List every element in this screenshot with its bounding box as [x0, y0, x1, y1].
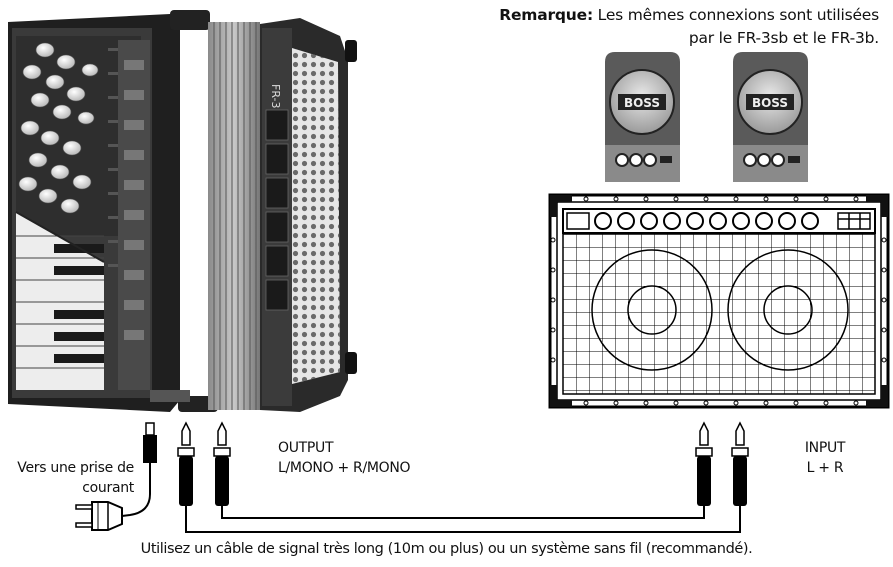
speaker-brand-label: BOSS — [624, 96, 660, 110]
ac-plug-icon — [75, 501, 123, 531]
amplifier — [548, 193, 890, 409]
speaker-left: BOSS — [605, 52, 680, 182]
speaker-brand-label: BOSS — [752, 96, 788, 110]
input-title: INPUT — [804, 440, 846, 456]
output-channels: L/MONO + R/MONO — [278, 460, 411, 476]
bass-buttons — [18, 42, 99, 214]
power-connector — [143, 422, 157, 463]
input-label: INPUT L + R — [790, 438, 860, 478]
jack-plug-output-right — [213, 421, 231, 506]
power-label: Vers une prise de courant — [6, 458, 134, 498]
jack-plug-output-left — [177, 421, 195, 506]
power-label-line1: Vers une prise de — [17, 460, 134, 476]
model-label: FR-3 — [269, 84, 282, 109]
output-label: OUTPUT L/MONO + R/MONO — [278, 438, 411, 478]
input-channels: L + R — [806, 460, 844, 476]
output-title: OUTPUT — [278, 440, 334, 456]
jack-plug-input-right — [731, 421, 749, 506]
cables — [121, 462, 741, 533]
remark-text-line2: par le FR-3sb et le FR-3b. — [688, 29, 879, 47]
accordion-image: FR-3 — [8, 10, 357, 412]
amp-knobs — [594, 212, 819, 230]
jack-plug-input-left — [695, 421, 713, 506]
remark-label: Remarque: — [499, 6, 593, 24]
remark-text-line1: Les mêmes connexions sont utilisées — [592, 6, 880, 24]
cable-caption: Utilisez un câble de signal très long (1… — [140, 541, 753, 557]
remark-note: Remarque: Les mêmes connexions sont util… — [399, 4, 879, 50]
amp-woofers — [591, 249, 849, 371]
speaker-right: BOSS — [733, 52, 808, 182]
power-label-line2: courant — [82, 480, 134, 496]
